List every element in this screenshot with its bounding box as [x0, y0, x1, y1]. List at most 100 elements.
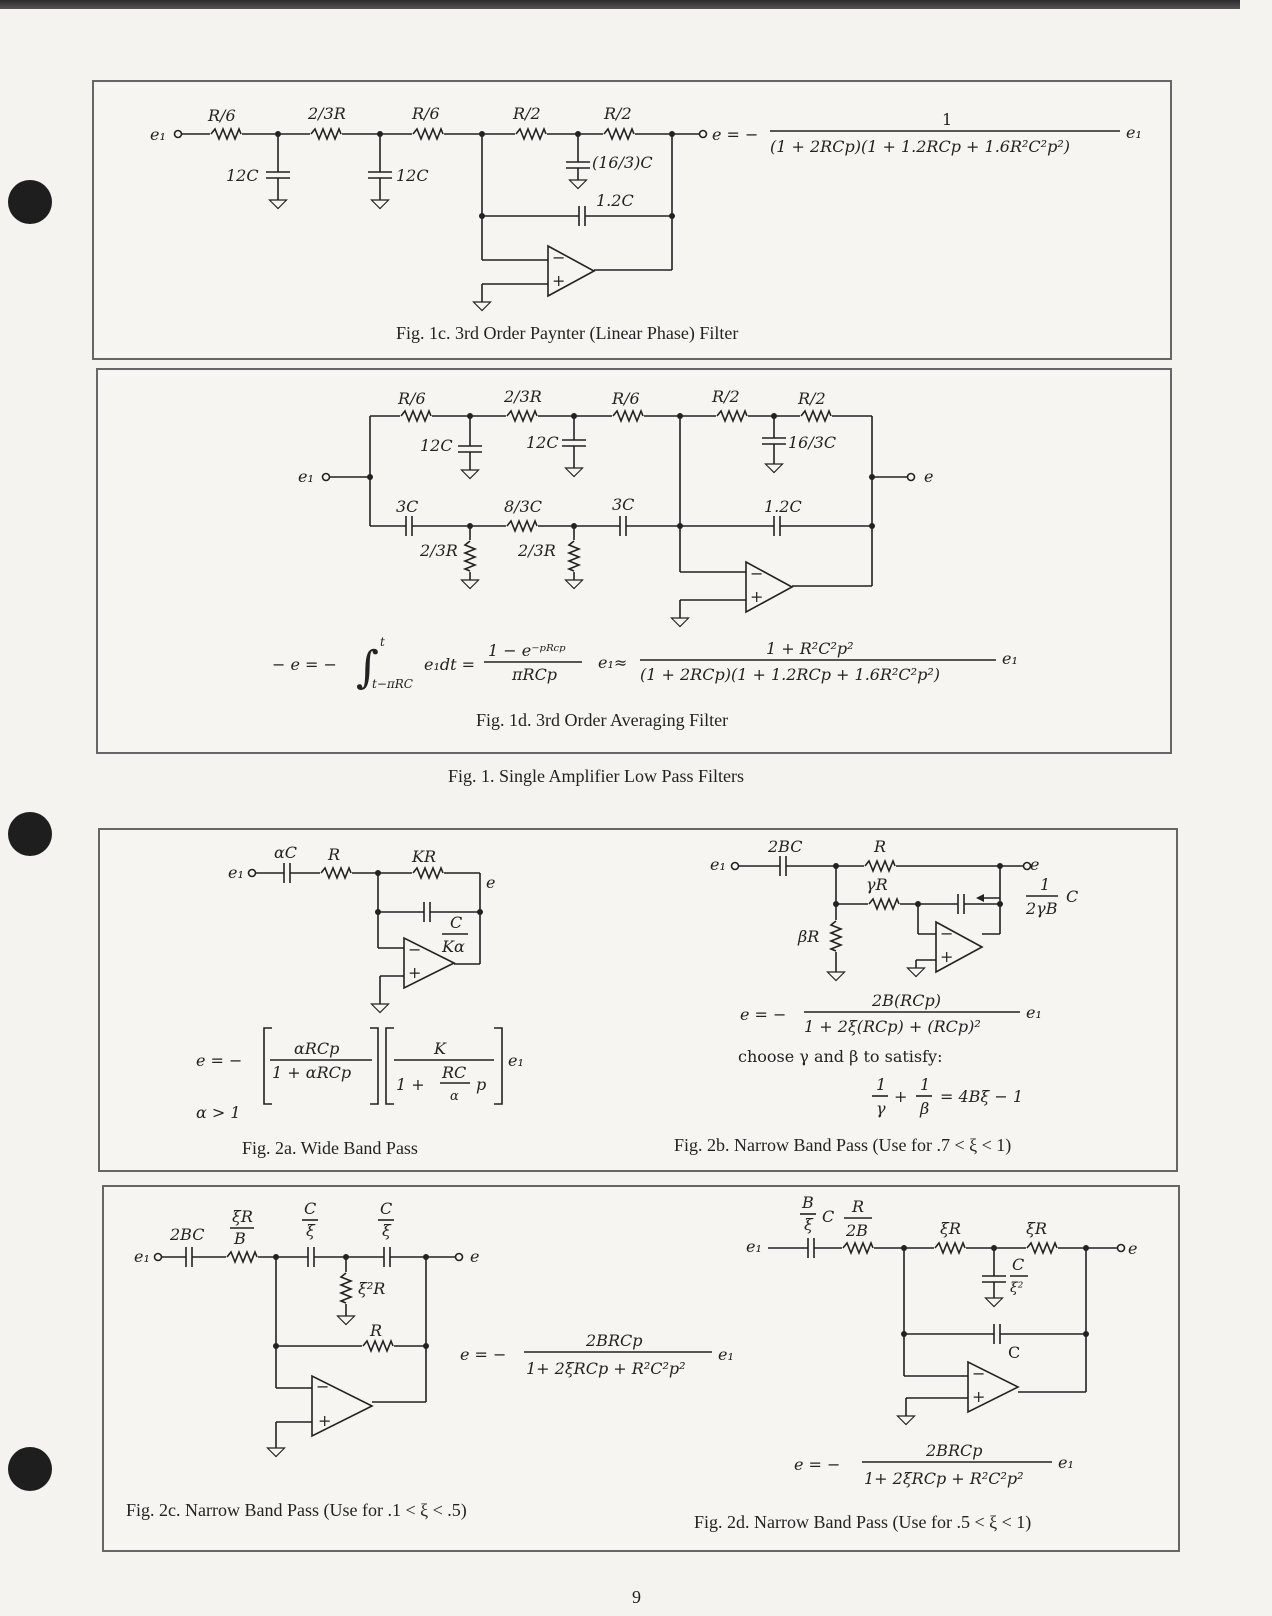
fig1c-eq-den: (1 + 2RCp)(1 + 1.2RCp + 1.6R²C²p²): [770, 137, 1070, 156]
fig1c-eq-num: 1: [942, 110, 952, 129]
fig2d-r3-label: ξR: [1026, 1219, 1047, 1238]
fig1d-approx: e₁≈: [598, 653, 627, 672]
fig1c-c2-label: 12C: [396, 166, 429, 185]
caption-fig2d: Fig. 2d. Narrow Band Pass (Use for .5 < …: [694, 1512, 1032, 1532]
fig2a-f2-num: K: [433, 1039, 447, 1058]
fig1d-ground-icon: [670, 617, 690, 628]
fig2a-f2-den-den: α: [450, 1089, 459, 1104]
caption-fig1: Fig. 1. Single Amplifier Low Pass Filter…: [448, 766, 745, 786]
svg-text:+: +: [750, 587, 763, 606]
fig1c-eq-lhs: e = −: [712, 125, 758, 144]
fig2d-r2-label: ξR: [940, 1219, 961, 1238]
fig2b-ground-icon: [826, 971, 846, 982]
svg-text:−: −: [940, 924, 953, 943]
fig2d-ground-icon: [896, 1415, 916, 1426]
fig2c-r2-label: ξ²R: [358, 1279, 385, 1298]
fig1d-r4-label: R/2: [711, 387, 740, 406]
fig1c-c1-label: 12C: [226, 166, 259, 185]
fig2a-r2-label: KR: [411, 847, 436, 866]
fig1d-r3-label: R/6: [611, 389, 640, 408]
fig2c-eq-lhs: e = −: [460, 1345, 506, 1364]
svg-text:−: −: [750, 564, 763, 583]
fig2d-opamp-icon: [967, 1360, 1020, 1414]
fig2a-c2-num: C: [450, 913, 462, 932]
fig2c-output-label: e: [470, 1247, 479, 1266]
fig2b-cond-plus: +: [894, 1087, 907, 1106]
fig1d-ground-icon: [564, 467, 584, 478]
fig1d-eq-tail: e₁: [1002, 649, 1018, 668]
fig2d-eq-num: 2BRCp: [925, 1441, 982, 1460]
fig1d-int-upper: t: [380, 635, 385, 649]
fig1d-r3: [612, 410, 644, 422]
fig2d-c1-c: C: [822, 1207, 834, 1226]
fig2d-circuit: e₁ e B ξ C R 2B ξR ξR C ξ²: [746, 1193, 1137, 1488]
fig1d-frac1-den: πRCp: [511, 665, 557, 684]
fig2b-c2-den: 2γB: [1025, 899, 1058, 918]
fig1c-eq-tail: e₁: [1126, 123, 1142, 142]
fig2b-eq-tail: e₁: [1026, 1003, 1042, 1022]
svg-text:∫: ∫: [356, 642, 379, 693]
fig2b-input-label: e₁: [710, 855, 726, 874]
fig1d-ground-icon: [764, 463, 784, 474]
fig2a-f1-num: αRCp: [294, 1039, 339, 1058]
fig2c-input-label: e₁: [134, 1247, 150, 1266]
svg-text:−: −: [972, 1364, 985, 1383]
fig2a-opamp-icon: [403, 936, 456, 990]
fig2b-c1-label: 2BC: [767, 837, 802, 856]
fig2b-choose: choose γ and β to satisfy:: [738, 1047, 942, 1066]
fig1d-c1-label: 12C: [420, 436, 453, 455]
fig1d-frac2-num: 1 + R²C²p²: [766, 639, 854, 658]
fig1d-r4: [716, 410, 748, 422]
fig1d-output-label: e: [924, 467, 933, 486]
fig2b-cond-d1: γ: [876, 1099, 886, 1118]
caption-fig2a: Fig. 2a. Wide Band Pass: [242, 1138, 418, 1158]
fig2b-output-label: e: [1030, 855, 1039, 874]
fig1d-input-label: e₁: [298, 467, 314, 486]
fig1d-c7-label: 1.2C: [764, 497, 802, 516]
fig2c-r2: [340, 1272, 352, 1304]
fig2d-input-label: e₁: [746, 1237, 762, 1256]
fig1d-ground-icon: [460, 469, 480, 480]
fig2b-c2-c: C: [1066, 887, 1078, 906]
fig1d-c3-label: 16/3C: [788, 433, 836, 452]
fig2a-f2-den-num: RC: [441, 1063, 466, 1082]
fig1c-r4-label: R/2: [512, 104, 541, 123]
fig2b-opamp-icon: [935, 920, 984, 974]
caption-fig2b: Fig. 2b. Narrow Band Pass (Use for .7 < …: [674, 1135, 1012, 1155]
fig2a-f2-den-p: p: [476, 1075, 486, 1094]
fig1c-ground-icon: [568, 179, 588, 190]
fig1c-ground-icon: [370, 199, 390, 210]
fig1d-r7: [568, 540, 580, 572]
caption-fig1d: Fig. 1d. 3rd Order Averaging Filter: [476, 710, 729, 730]
fig2b-eq-lhs: e = −: [740, 1005, 786, 1024]
fig1d-eq-lhs: − e = −: [272, 655, 337, 674]
svg-text:−: −: [408, 940, 421, 959]
fig1d-c6-label: 3C: [612, 495, 634, 514]
fig1d-c2-label: 12C: [526, 433, 559, 452]
fig1d-c5-label: 8/3C: [504, 497, 542, 516]
fig2b-eq-num: 2B(RCp): [871, 991, 941, 1010]
fig2c-ground-icon: [266, 1447, 286, 1458]
fig2b-r2: [868, 898, 900, 910]
fig1c-c4-label: 1.2C: [596, 191, 634, 210]
fig2c-r1: [226, 1251, 258, 1263]
fig1d-c4-label: 3C: [396, 497, 418, 516]
fig1d-r6: [464, 540, 476, 572]
fig2a-r1: [320, 867, 352, 879]
svg-text:+: +: [972, 1387, 985, 1406]
fig1d-r7-label: 2/3R: [517, 541, 556, 560]
fig2a-eq-tail: e₁: [508, 1051, 524, 1070]
fig2b-cond-n1: 1: [876, 1075, 886, 1094]
fig2c-eq-num: 2BRCp: [585, 1331, 642, 1350]
fig2a-f2-den-a: 1 +: [396, 1075, 425, 1094]
fig1d-r5: [800, 410, 832, 422]
fig1c-c3-label: (16/3)C: [592, 153, 653, 172]
fig2d-r2: [934, 1242, 966, 1254]
fig1c-r1-label: R/6: [207, 106, 236, 125]
fig1d-r6-label: 2/3R: [419, 541, 458, 560]
fig2d-ground-icon: [984, 1297, 1004, 1308]
fig1d-ground-icon: [460, 579, 480, 590]
fig2b-r3: [830, 920, 842, 952]
fig2d-eq-den: 1+ 2ξRCp + R²C²p²: [864, 1469, 1024, 1488]
